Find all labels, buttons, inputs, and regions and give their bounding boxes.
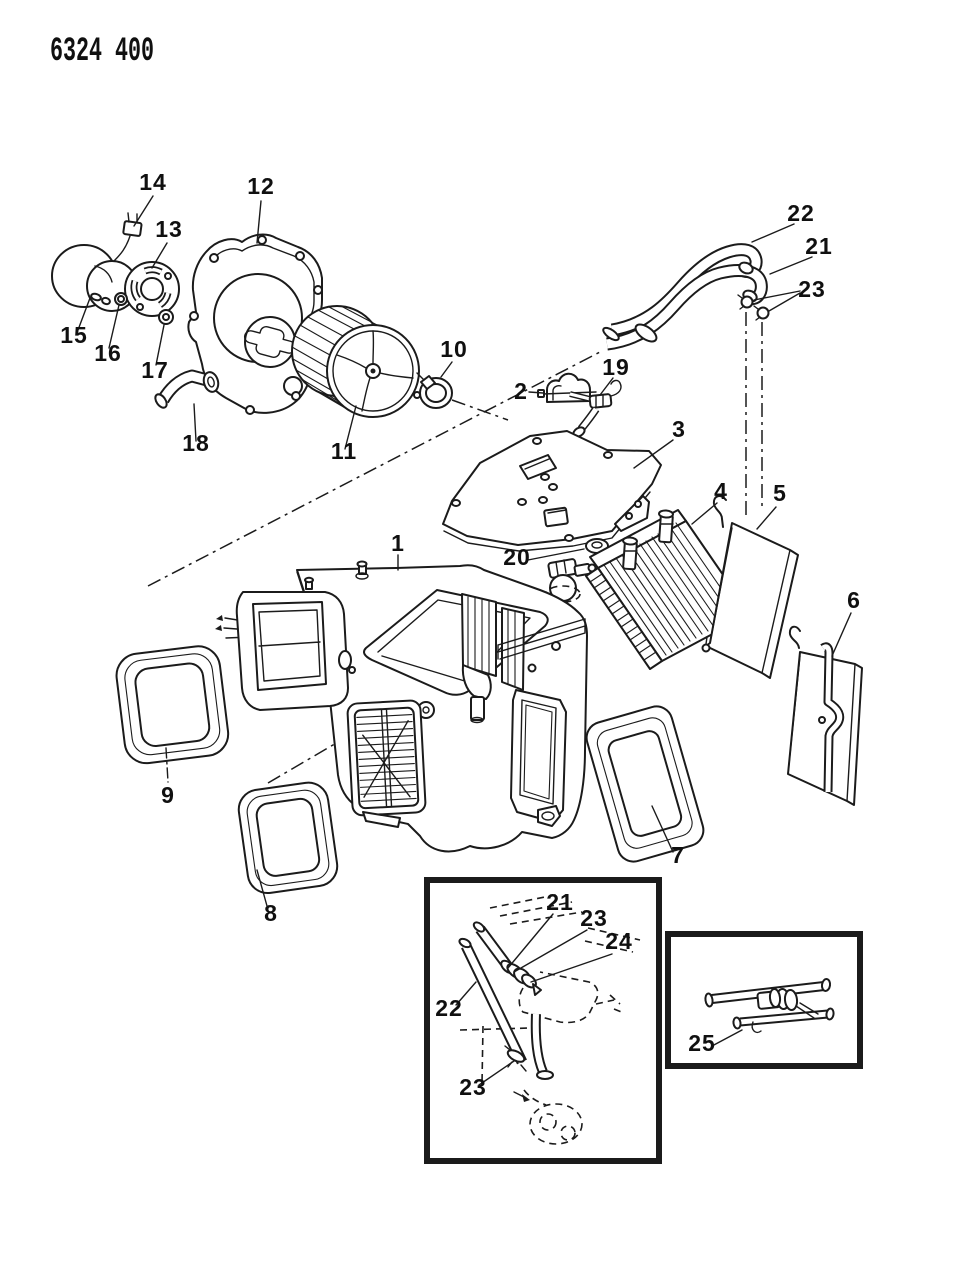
blower-scroll-housing [187,233,323,415]
callout-7: 7 [671,842,685,868]
callout-25-inset: 25 [688,1030,716,1056]
callout-16: 16 [94,340,122,366]
callout-9: 9 [161,782,175,808]
motor-mount-plate [124,261,180,317]
motor-washer [158,309,174,325]
inset-detail-hoses [424,877,662,1164]
callout-12: 12 [247,173,275,199]
shield-panel-5 [701,495,799,679]
housing-duct [215,591,356,711]
callout-10: 10 [440,336,468,362]
duct-seal-8 [237,781,339,895]
callout-22: 22 [787,200,815,226]
callout-22-inset: 22 [435,995,463,1021]
callout-23-inset-bottom: 23 [459,1074,487,1100]
callout-4: 4 [714,478,728,504]
callout-17: 17 [141,357,169,383]
callout-13: 13 [155,216,183,242]
callout-21-inset: 21 [546,889,574,915]
callout-5: 5 [773,480,787,506]
callout-15: 15 [60,322,88,348]
inset-detail-valve [665,931,863,1069]
callout-20: 20 [503,544,531,570]
callout-23: 23 [798,276,826,302]
evaporator-core [585,509,751,670]
callout-23-inset-top: 23 [580,905,608,931]
callout-14: 14 [139,169,167,195]
leader-lines [77,195,852,1086]
mounting-stud [355,560,369,580]
housing-grille [346,699,427,817]
hose-clamp-23-b [753,305,770,321]
heater-hoses [602,243,770,351]
callout-6: 6 [847,587,861,613]
main-housing [296,560,588,853]
evaporator-pipe-b [658,509,674,544]
motor-wire-connector [113,212,143,262]
retainer-clamp [413,372,453,409]
motor-nut [114,292,128,306]
hose-clamp-23-a [737,294,754,310]
part-code: 6324 400 [50,33,154,71]
mounting-stud [304,576,314,590]
callout-19: 19 [602,354,630,380]
duct-seal-9 [115,645,230,765]
callout-labels: 14 12 22 21 23 13 15 16 17 10 2 19 18 11… [60,169,861,1100]
callout-11: 11 [331,438,357,464]
drain-elbow [154,369,220,409]
shield-panel-6 [787,625,863,806]
callout-3: 3 [672,416,686,442]
duct-seal-7 [585,705,705,863]
callout-18: 18 [182,430,210,456]
blower-wheel [291,305,420,418]
callout-1: 1 [391,530,405,556]
callout-8: 8 [264,900,278,926]
callout-2: 2 [514,378,528,404]
callout-24-inset: 24 [605,928,633,954]
evaporator-pipe-a [622,536,638,571]
housing-cover [442,430,662,552]
callout-21: 21 [805,233,833,259]
